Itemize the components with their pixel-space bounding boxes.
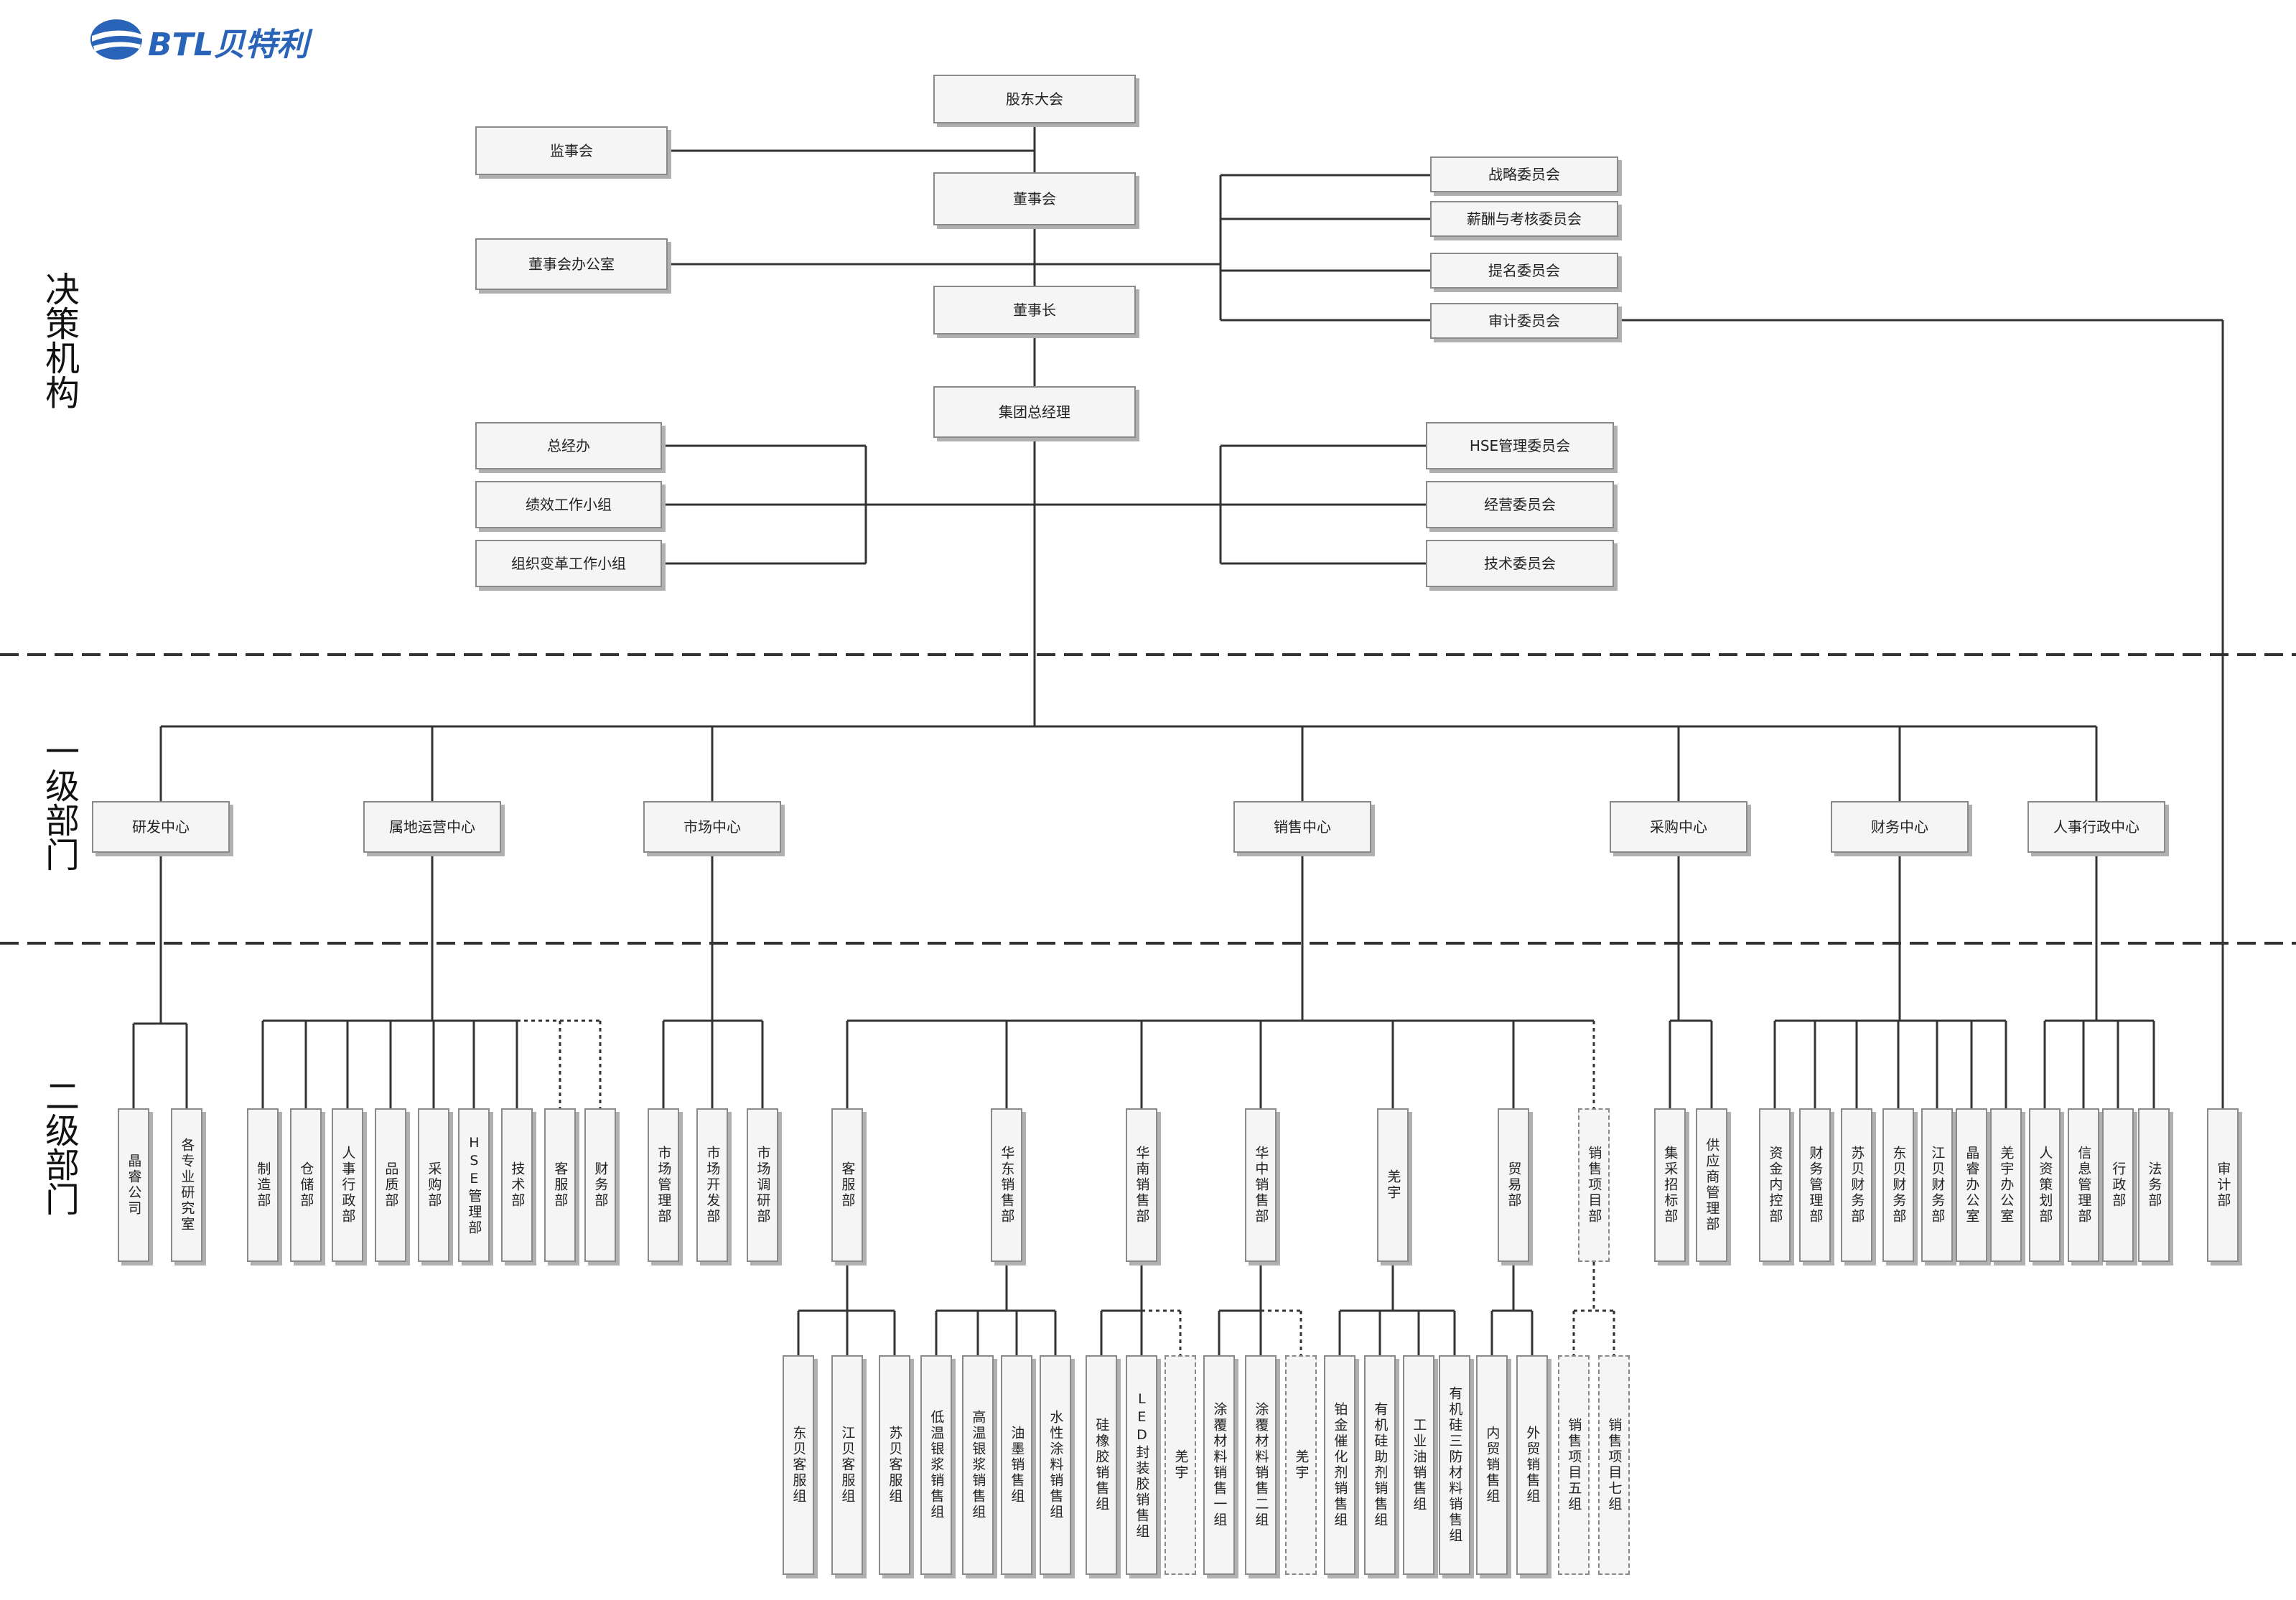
tier-label-decision: 决策机构 bbox=[39, 271, 79, 409]
level2-market-0: 市场管理部 bbox=[648, 1108, 679, 1262]
compensation-committee-box: 薪酬与考核委员会 bbox=[1430, 201, 1618, 237]
center-sales-box: 销售中心 bbox=[1233, 801, 1371, 853]
level3-projects-1: 销售项目七组 bbox=[1598, 1355, 1630, 1575]
level3-kefu-1: 江贝客服组 bbox=[831, 1355, 863, 1575]
level3-huazhong-0: 涂覆材料销售一组 bbox=[1203, 1355, 1235, 1575]
level2-ops-8: 财务部 bbox=[584, 1108, 616, 1262]
level2-hr-3: 法务部 bbox=[2138, 1108, 2170, 1262]
level2-ops-6: 技术部 bbox=[501, 1108, 533, 1262]
center-finance-box: 财务中心 bbox=[1831, 801, 1969, 853]
tier-label-level1: 一级部门 bbox=[39, 734, 79, 871]
level3-qiangyu-3: 有机硅三防材料销售组 bbox=[1439, 1355, 1470, 1575]
level2-sales-1: 华东销售部 bbox=[991, 1108, 1022, 1262]
level2-sales-5: 贸易部 bbox=[1498, 1108, 1529, 1262]
board-office-box: 董事会办公室 bbox=[475, 238, 668, 290]
level2-finance-1: 财务管理部 bbox=[1799, 1108, 1831, 1262]
level3-huanan-0: 硅橡胶销售组 bbox=[1086, 1355, 1117, 1575]
level2-sales-3: 华中销售部 bbox=[1245, 1108, 1277, 1262]
kpi-group-box: 绩效工作小组 bbox=[475, 481, 662, 528]
company-logo-text: BTL贝特利 bbox=[148, 27, 309, 63]
level2-finance-0: 资金内控部 bbox=[1759, 1108, 1791, 1262]
level2-finance-5: 晶睿办公室 bbox=[1956, 1108, 1987, 1262]
audit-committee-box: 审计委员会 bbox=[1430, 303, 1618, 339]
level2-finance-2: 苏贝财务部 bbox=[1841, 1108, 1872, 1262]
level3-qiangyu-2: 工业油销售组 bbox=[1403, 1355, 1434, 1575]
level3-huanan-1: LED封装胶销售组 bbox=[1126, 1355, 1157, 1575]
center-rd-box: 研发中心 bbox=[92, 801, 230, 853]
level2-finance-6: 羌宇办公室 bbox=[1990, 1108, 2022, 1262]
level2-ops-1: 仓储部 bbox=[290, 1108, 322, 1262]
level2-ops-3: 品质部 bbox=[375, 1108, 406, 1262]
btl-logo-icon bbox=[90, 19, 142, 60]
level3-huazhong-2: 羌宇 bbox=[1285, 1355, 1317, 1575]
tier-label-level2: 二级部门 bbox=[39, 1078, 79, 1216]
level2-rd-1: 各专业研究室 bbox=[171, 1108, 202, 1262]
reform-group-box: 组织变革工作小组 bbox=[475, 540, 662, 587]
level2-sales-6: 销售项目部 bbox=[1578, 1108, 1610, 1262]
level3-huanan-2: 羌宇 bbox=[1165, 1355, 1196, 1575]
center-hr-box: 人事行政中心 bbox=[2027, 801, 2165, 853]
level2-hr-2: 行政部 bbox=[2102, 1108, 2134, 1262]
center-market-box: 市场中心 bbox=[643, 801, 781, 853]
level3-huadong-3: 水性涂料销售组 bbox=[1040, 1355, 1071, 1575]
level3-projects-0: 销售项目五组 bbox=[1558, 1355, 1590, 1575]
level2-ops-0: 制造部 bbox=[247, 1108, 279, 1262]
level2-ops-5: HSE管理部 bbox=[458, 1108, 490, 1262]
hse-committee-box: HSE管理委员会 bbox=[1426, 422, 1614, 469]
center-purchase-box: 采购中心 bbox=[1610, 801, 1747, 853]
level2-audit: 审计部 bbox=[2207, 1108, 2239, 1262]
level2-ops-4: 采购部 bbox=[418, 1108, 449, 1262]
strategy-committee-box: 战略委员会 bbox=[1430, 156, 1618, 192]
shareholders-box: 股东大会 bbox=[933, 75, 1136, 123]
level2-purchase-0: 集采招标部 bbox=[1654, 1108, 1686, 1262]
level2-sales-2: 华南销售部 bbox=[1126, 1108, 1157, 1262]
level3-huadong-0: 低温银浆销售组 bbox=[920, 1355, 952, 1575]
level3-huadong-1: 高温银浆销售组 bbox=[962, 1355, 994, 1575]
level3-kefu-0: 东贝客服组 bbox=[783, 1355, 814, 1575]
level2-finance-3: 东贝财务部 bbox=[1882, 1108, 1914, 1262]
operations-committee-box: 经营委员会 bbox=[1426, 481, 1614, 528]
level3-kefu-2: 苏贝客服组 bbox=[879, 1355, 910, 1575]
level2-finance-4: 江贝财务部 bbox=[1921, 1108, 1953, 1262]
level2-sales-0: 客服部 bbox=[831, 1108, 863, 1262]
center-ops-box: 属地运营中心 bbox=[363, 801, 501, 853]
level3-trade-1: 外贸销售组 bbox=[1516, 1355, 1548, 1575]
tech-committee-box: 技术委员会 bbox=[1426, 540, 1614, 587]
supervisors-box: 监事会 bbox=[475, 126, 668, 175]
level2-rd-0: 晶睿公司 bbox=[118, 1108, 149, 1262]
level3-qiangyu-0: 铂金催化剂销售组 bbox=[1324, 1355, 1355, 1575]
gm-office-box: 总经办 bbox=[475, 422, 662, 469]
nomination-committee-box: 提名委员会 bbox=[1430, 253, 1618, 289]
level3-huadong-2: 油墨销售组 bbox=[1001, 1355, 1032, 1575]
level2-hr-1: 信息管理部 bbox=[2068, 1108, 2099, 1262]
level3-trade-0: 内贸销售组 bbox=[1476, 1355, 1508, 1575]
level2-ops-2: 人事行政部 bbox=[332, 1108, 363, 1262]
ceo-box: 集团总经理 bbox=[933, 386, 1136, 438]
level3-huazhong-1: 涂覆材料销售二组 bbox=[1245, 1355, 1277, 1575]
level2-hr-0: 人资策划部 bbox=[2029, 1108, 2061, 1262]
level3-qiangyu-1: 有机硅助剂销售组 bbox=[1364, 1355, 1396, 1575]
level2-market-2: 市场调研部 bbox=[747, 1108, 778, 1262]
level2-sales-4: 羌宇 bbox=[1377, 1108, 1409, 1262]
level2-market-1: 市场开发部 bbox=[696, 1108, 728, 1262]
level2-purchase-1: 供应商管理部 bbox=[1696, 1108, 1727, 1262]
level2-ops-7: 客服部 bbox=[544, 1108, 576, 1262]
chairman-box: 董事长 bbox=[933, 286, 1136, 334]
board-box: 董事会 bbox=[933, 172, 1136, 225]
